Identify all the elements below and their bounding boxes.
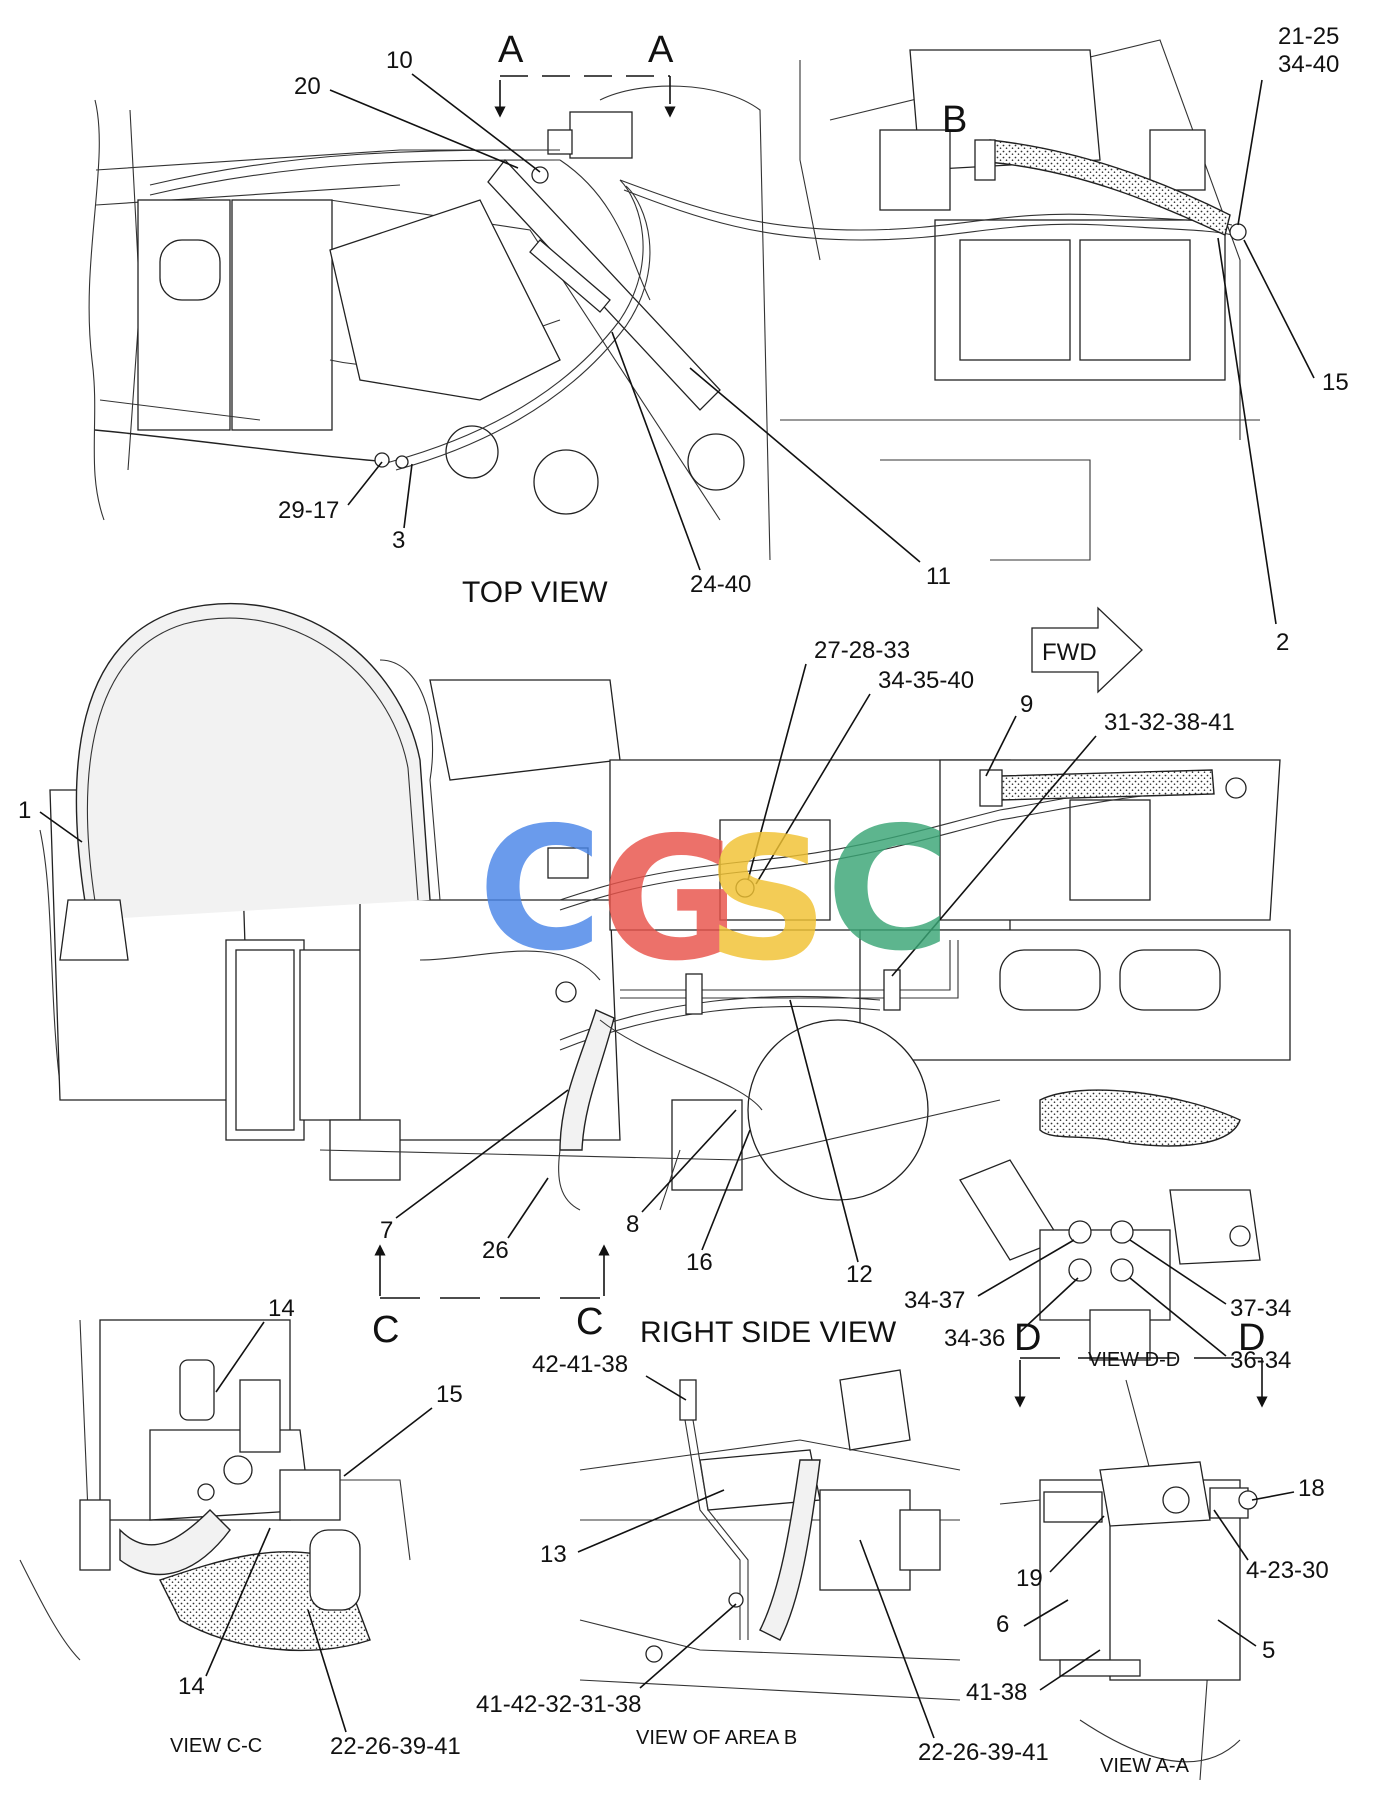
watermark-letter-c1: C	[478, 791, 603, 989]
section-mark-a-left: A	[498, 29, 524, 71]
view-area-b-title: VIEW OF AREA B	[636, 1727, 797, 1749]
callout-6: 6	[996, 1611, 1009, 1638]
callout-14-top-cc: 14	[268, 1295, 295, 1322]
section-mark-c-right: C	[576, 1301, 603, 1343]
top-view-drawing	[88, 39, 1260, 561]
callout-34-35-40: 34-35-40	[878, 667, 974, 694]
view-area-b-callouts: 42-41-38 13 41-42-32-31-38 22-26-39-41 V…	[476, 1351, 1049, 1766]
callout-3: 3	[392, 527, 405, 554]
callout-31-32-38-41: 31-32-38-41	[1104, 709, 1235, 736]
callout-9: 9	[1020, 691, 1033, 718]
watermark-letter-c2: C	[826, 791, 951, 989]
callout-41-42-32-31-38: 41-42-32-31-38	[476, 1691, 641, 1718]
view-area-b-drawing	[579, 1369, 961, 1701]
callout-34-37: 34-37	[904, 1287, 965, 1314]
callout-26: 26	[482, 1237, 509, 1264]
right-side-view-drawing	[39, 602, 1291, 1211]
callout-20: 20	[294, 73, 321, 100]
view-cc-callouts: 14 15 14 22-26-39-41 VIEW C-C	[170, 1295, 463, 1760]
callout-21-25: 21-25	[1278, 23, 1339, 50]
callout-5: 5	[1262, 1637, 1275, 1664]
callout-42-41-38: 42-41-38	[532, 1351, 628, 1378]
callout-41-38: 41-38	[966, 1679, 1027, 1706]
callout-18: 18	[1298, 1475, 1325, 1502]
callout-10: 10	[386, 47, 413, 74]
callout-15-cc: 15	[436, 1381, 463, 1408]
callout-8: 8	[626, 1211, 639, 1238]
callout-22-26-39-41-areab: 22-26-39-41	[918, 1739, 1049, 1766]
callout-16: 16	[686, 1249, 713, 1276]
section-mark-a-right: A	[648, 29, 674, 71]
view-dd-callouts: 34-37 34-36 37-34 36-34 VIEW D-D	[904, 1239, 1291, 1374]
section-mark-b: B	[942, 99, 967, 141]
top-view-title: TOP VIEW	[462, 576, 608, 609]
callout-4-23-30: 4-23-30	[1246, 1557, 1329, 1584]
callout-37-34: 37-34	[1230, 1295, 1291, 1322]
cgsc-watermark: C G S C	[478, 791, 951, 999]
callout-11: 11	[926, 563, 951, 590]
view-aa-title: VIEW A-A	[1100, 1755, 1190, 1777]
callout-36-34: 36-34	[1230, 1347, 1291, 1374]
right-side-view-callouts: FWD 27-28-33 34-35-40 9 31-32-38-41 1 7 …	[18, 606, 1235, 1351]
view-aa-callouts: D D 18 19 4-23-30 6 5 41-38 VIEW A-A	[966, 1317, 1329, 1777]
section-mark-d-right: D	[1238, 1317, 1265, 1359]
callout-1: 1	[18, 797, 31, 824]
watermark-letter-g: G	[600, 801, 740, 999]
fwd-label: FWD	[1042, 639, 1097, 666]
callout-24-40: 24-40	[690, 571, 751, 598]
right-side-view-title: RIGHT SIDE VIEW	[640, 1316, 897, 1349]
callout-22-26-39-41-cc: 22-26-39-41	[330, 1733, 461, 1760]
view-cc-title: VIEW C-C	[170, 1735, 262, 1757]
callout-15-top: 15	[1322, 369, 1349, 396]
view-dd-drawing	[959, 1089, 1261, 1361]
top-view-callouts: A A B 20 10 21-25 34-40 15 29-17 3 24-40…	[278, 23, 1349, 656]
callout-14-bottom-cc: 14	[178, 1673, 205, 1700]
view-cc-drawing	[19, 1319, 411, 1661]
section-mark-d-left: D	[1014, 1317, 1041, 1359]
fwd-arrow	[1031, 606, 1143, 694]
view-dd-title: VIEW D-D	[1088, 1349, 1180, 1371]
callout-29-17: 29-17	[278, 497, 339, 524]
section-mark-c-left: C	[372, 1309, 399, 1351]
callout-7: 7	[380, 1217, 393, 1244]
callout-19: 19	[1016, 1565, 1043, 1592]
watermark-letter-s: S	[706, 801, 828, 999]
callout-12: 12	[846, 1261, 873, 1288]
callout-2: 2	[1276, 629, 1289, 656]
callout-27-28-33: 27-28-33	[814, 637, 910, 664]
callout-13: 13	[540, 1541, 567, 1568]
callout-34-40-top: 34-40	[1278, 51, 1339, 78]
callout-34-36: 34-36	[944, 1325, 1005, 1352]
